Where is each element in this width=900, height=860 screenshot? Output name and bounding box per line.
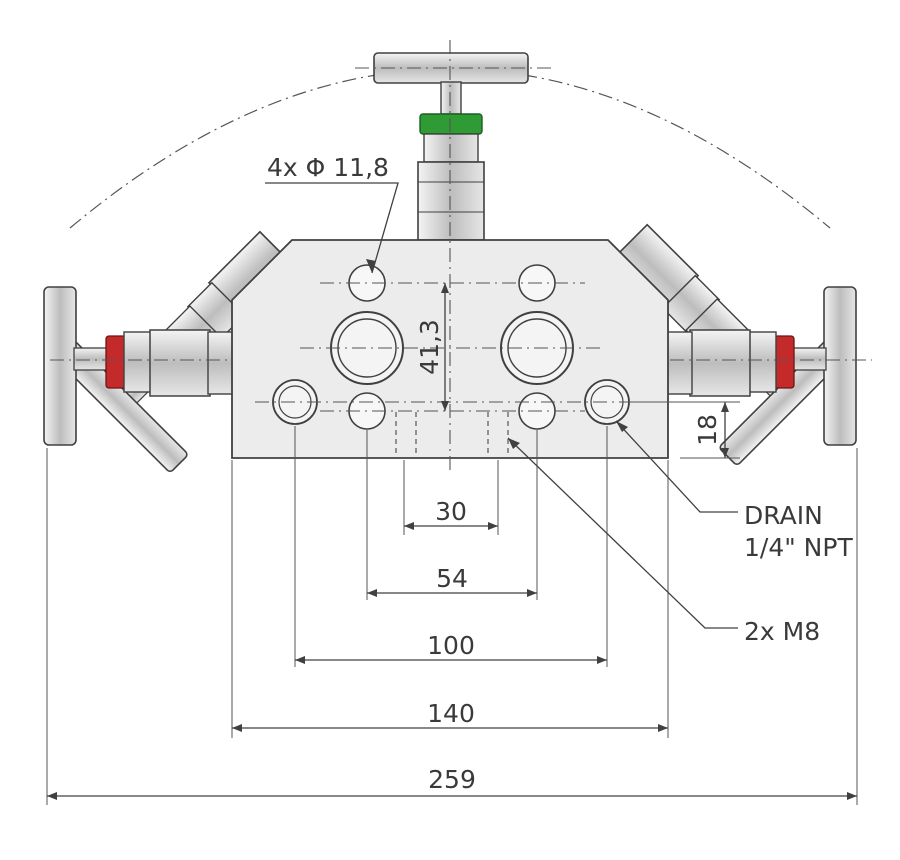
callout-holes: 4x Φ 11,8 — [265, 153, 399, 274]
extension-lines — [46, 426, 858, 805]
top-stem — [440, 81, 462, 115]
dim-54-text: 54 — [436, 564, 468, 593]
red-ring-right — [773, 335, 795, 389]
drain-size-label: 1/4" NPT — [744, 533, 853, 562]
dim-54: 54 — [367, 564, 537, 597]
callout-drain: DRAIN 1/4" NPT — [615, 420, 853, 562]
dim-140: 140 — [232, 699, 668, 732]
dim-drain-height: 18 — [630, 401, 740, 459]
holes-callout-text: 4x Φ 11,8 — [267, 153, 389, 182]
manifold-body — [231, 239, 669, 459]
top-valve — [355, 52, 555, 241]
hidden-thread-holes — [395, 412, 509, 458]
dim-30-text: 30 — [435, 497, 467, 526]
dim-18-text: 18 — [693, 414, 722, 446]
green-ring — [419, 113, 483, 135]
right-valve — [665, 286, 872, 446]
red-ring-left — [105, 335, 127, 389]
drain-label: DRAIN — [744, 501, 823, 530]
threads-label: 2x M8 — [744, 617, 820, 646]
right-handle — [823, 286, 857, 446]
dim-259-text: 259 — [428, 765, 476, 794]
dim-30: 30 — [404, 497, 498, 530]
dim-100: 100 — [295, 631, 607, 664]
dim-center-height: 41,3 — [415, 283, 449, 411]
center-lines — [255, 40, 655, 470]
left-valve — [43, 286, 235, 446]
dim-259: 259 — [47, 765, 857, 800]
dim-140-text: 140 — [427, 699, 475, 728]
top-bonnet — [417, 161, 485, 241]
dim-41-3-text: 41,3 — [415, 319, 444, 375]
left-handle — [43, 286, 77, 446]
dim-100-text: 100 — [427, 631, 475, 660]
callout-threads: 2x M8 — [507, 437, 820, 646]
